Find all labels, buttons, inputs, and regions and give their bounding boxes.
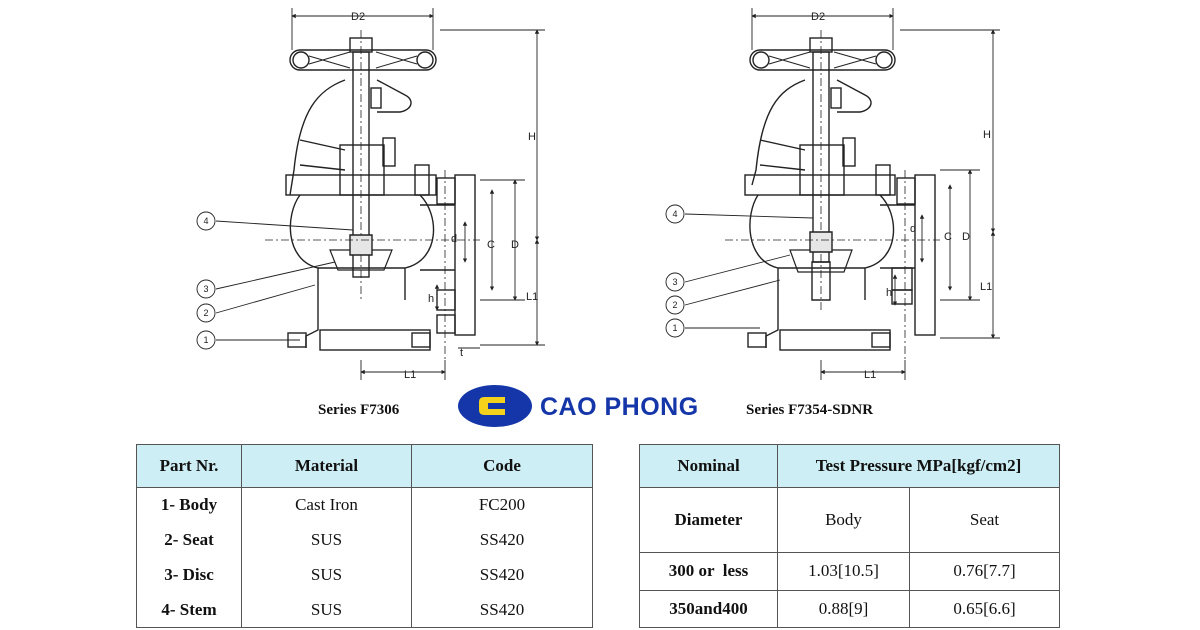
valve-f7354-drawing	[725, 30, 940, 360]
material-cell: Cast Iron	[241, 487, 412, 523]
side-flange	[454, 174, 476, 336]
dim-t: t	[460, 347, 463, 359]
code-cell: SS420	[411, 592, 593, 629]
table-row: 2- Seat SUS SS420	[136, 522, 593, 558]
parts-table-header: Part Nr. Material Code	[136, 444, 593, 488]
cao-phong-logo: CAO PHONG	[458, 385, 699, 427]
diameter-cell: 350and400	[639, 589, 778, 628]
body-pressure-cell: 0.88[9]	[777, 589, 910, 628]
callout-1: 1	[672, 323, 677, 333]
dim-small-d: d	[451, 233, 457, 245]
dim-h: H	[528, 131, 536, 143]
dim-d2: D2	[351, 11, 365, 23]
callout-4: 4	[672, 209, 677, 219]
f7306-callouts	[196, 211, 354, 350]
body-pressure-cell: 1.03[10.5]	[777, 552, 910, 591]
dim-small-d: d	[910, 223, 916, 235]
header-nominal: Nominal	[639, 444, 778, 488]
dim-l1-vertical: L1	[526, 291, 538, 303]
dim-h-small: h	[428, 293, 434, 305]
subheader-diameter: Diameter	[639, 487, 778, 553]
caption-f7354-sdnr: Series F7354-SDNR	[746, 402, 874, 418]
code-cell: SS420	[411, 522, 593, 558]
seat-pressure-cell: 0.76[7.7]	[909, 552, 1060, 591]
subheader-body: Body	[777, 487, 910, 553]
header-part-nr: Part Nr.	[136, 444, 242, 488]
table-row: 3- Disc SUS SS420	[136, 557, 593, 593]
f7354-dimensions	[751, 8, 1000, 380]
callout-3: 3	[672, 277, 677, 287]
valve-drawings: D2 H C D L1 d h t L1 4 3 2 1	[196, 8, 1000, 381]
side-flange	[914, 174, 936, 336]
table-row: 350and400 0.88[9] 0.65[6.6]	[639, 589, 1060, 628]
callout-3: 3	[203, 284, 208, 294]
test-pressure-table: Nominal Test Pressure MPa[kgf/cm2] Diame…	[639, 444, 1060, 628]
logo-oval	[458, 385, 532, 427]
pressure-subheader-row: Diameter Body Seat	[639, 487, 1060, 553]
material-cell: SUS	[241, 592, 412, 629]
table-row: 4- Stem SUS SS420	[136, 592, 593, 629]
dim-l1-vertical: L1	[980, 281, 992, 293]
valve-f7306-drawing	[265, 30, 480, 360]
subheader-seat: Seat	[909, 487, 1060, 553]
part-cell: 1- Body	[136, 487, 242, 523]
part-cell: 4- Stem	[136, 592, 242, 629]
dim-h-small: h	[886, 287, 892, 299]
material-cell: SUS	[241, 557, 412, 593]
valve-body	[289, 194, 435, 348]
seat-pressure-cell: 0.65[6.6]	[909, 589, 1060, 628]
dim-d2: D2	[811, 11, 825, 23]
callout-2: 2	[203, 308, 208, 318]
dim-l1-horizontal: L1	[864, 369, 876, 381]
parts-table: Part Nr. Material Code 1- Body Cast Iron…	[136, 444, 593, 629]
dim-d: D	[511, 239, 519, 251]
pressure-table-header: Nominal Test Pressure MPa[kgf/cm2]	[639, 444, 1060, 488]
logo-c-mark	[479, 397, 505, 415]
part-cell: 2- Seat	[136, 522, 242, 558]
dim-d: D	[962, 231, 970, 243]
diameter-cell: 300 or less	[639, 552, 778, 591]
handwheel	[749, 49, 896, 71]
f7306-dimensions	[291, 8, 545, 380]
table-row: 300 or less 1.03[10.5] 0.76[7.7]	[639, 552, 1060, 591]
part-cell: 3- Disc	[136, 557, 242, 593]
f7306-dim-labels: D2 H C D L1 d h t L1	[351, 11, 538, 381]
dim-h: H	[983, 129, 991, 141]
logo-text: CAO PHONG	[540, 393, 699, 421]
f7354-dim-labels: D2 H C D L1 d h L1	[811, 11, 992, 381]
dim-c: C	[944, 231, 952, 243]
code-cell: FC200	[411, 487, 593, 523]
header-code: Code	[411, 444, 593, 488]
dim-l1-horizontal: L1	[404, 369, 416, 381]
callout-1: 1	[203, 335, 208, 345]
code-cell: SS420	[411, 557, 593, 593]
material-cell: SUS	[241, 522, 412, 558]
table-row: 1- Body Cast Iron FC200	[136, 487, 593, 523]
callout-4: 4	[203, 216, 208, 226]
header-material: Material	[241, 444, 412, 488]
f7354-callouts	[665, 204, 814, 338]
callout-2: 2	[672, 300, 677, 310]
caption-f7306: Series F7306	[318, 402, 400, 418]
dim-c: C	[487, 239, 495, 251]
handwheel	[289, 49, 437, 71]
header-test-pressure: Test Pressure MPa[kgf/cm2]	[777, 444, 1060, 488]
